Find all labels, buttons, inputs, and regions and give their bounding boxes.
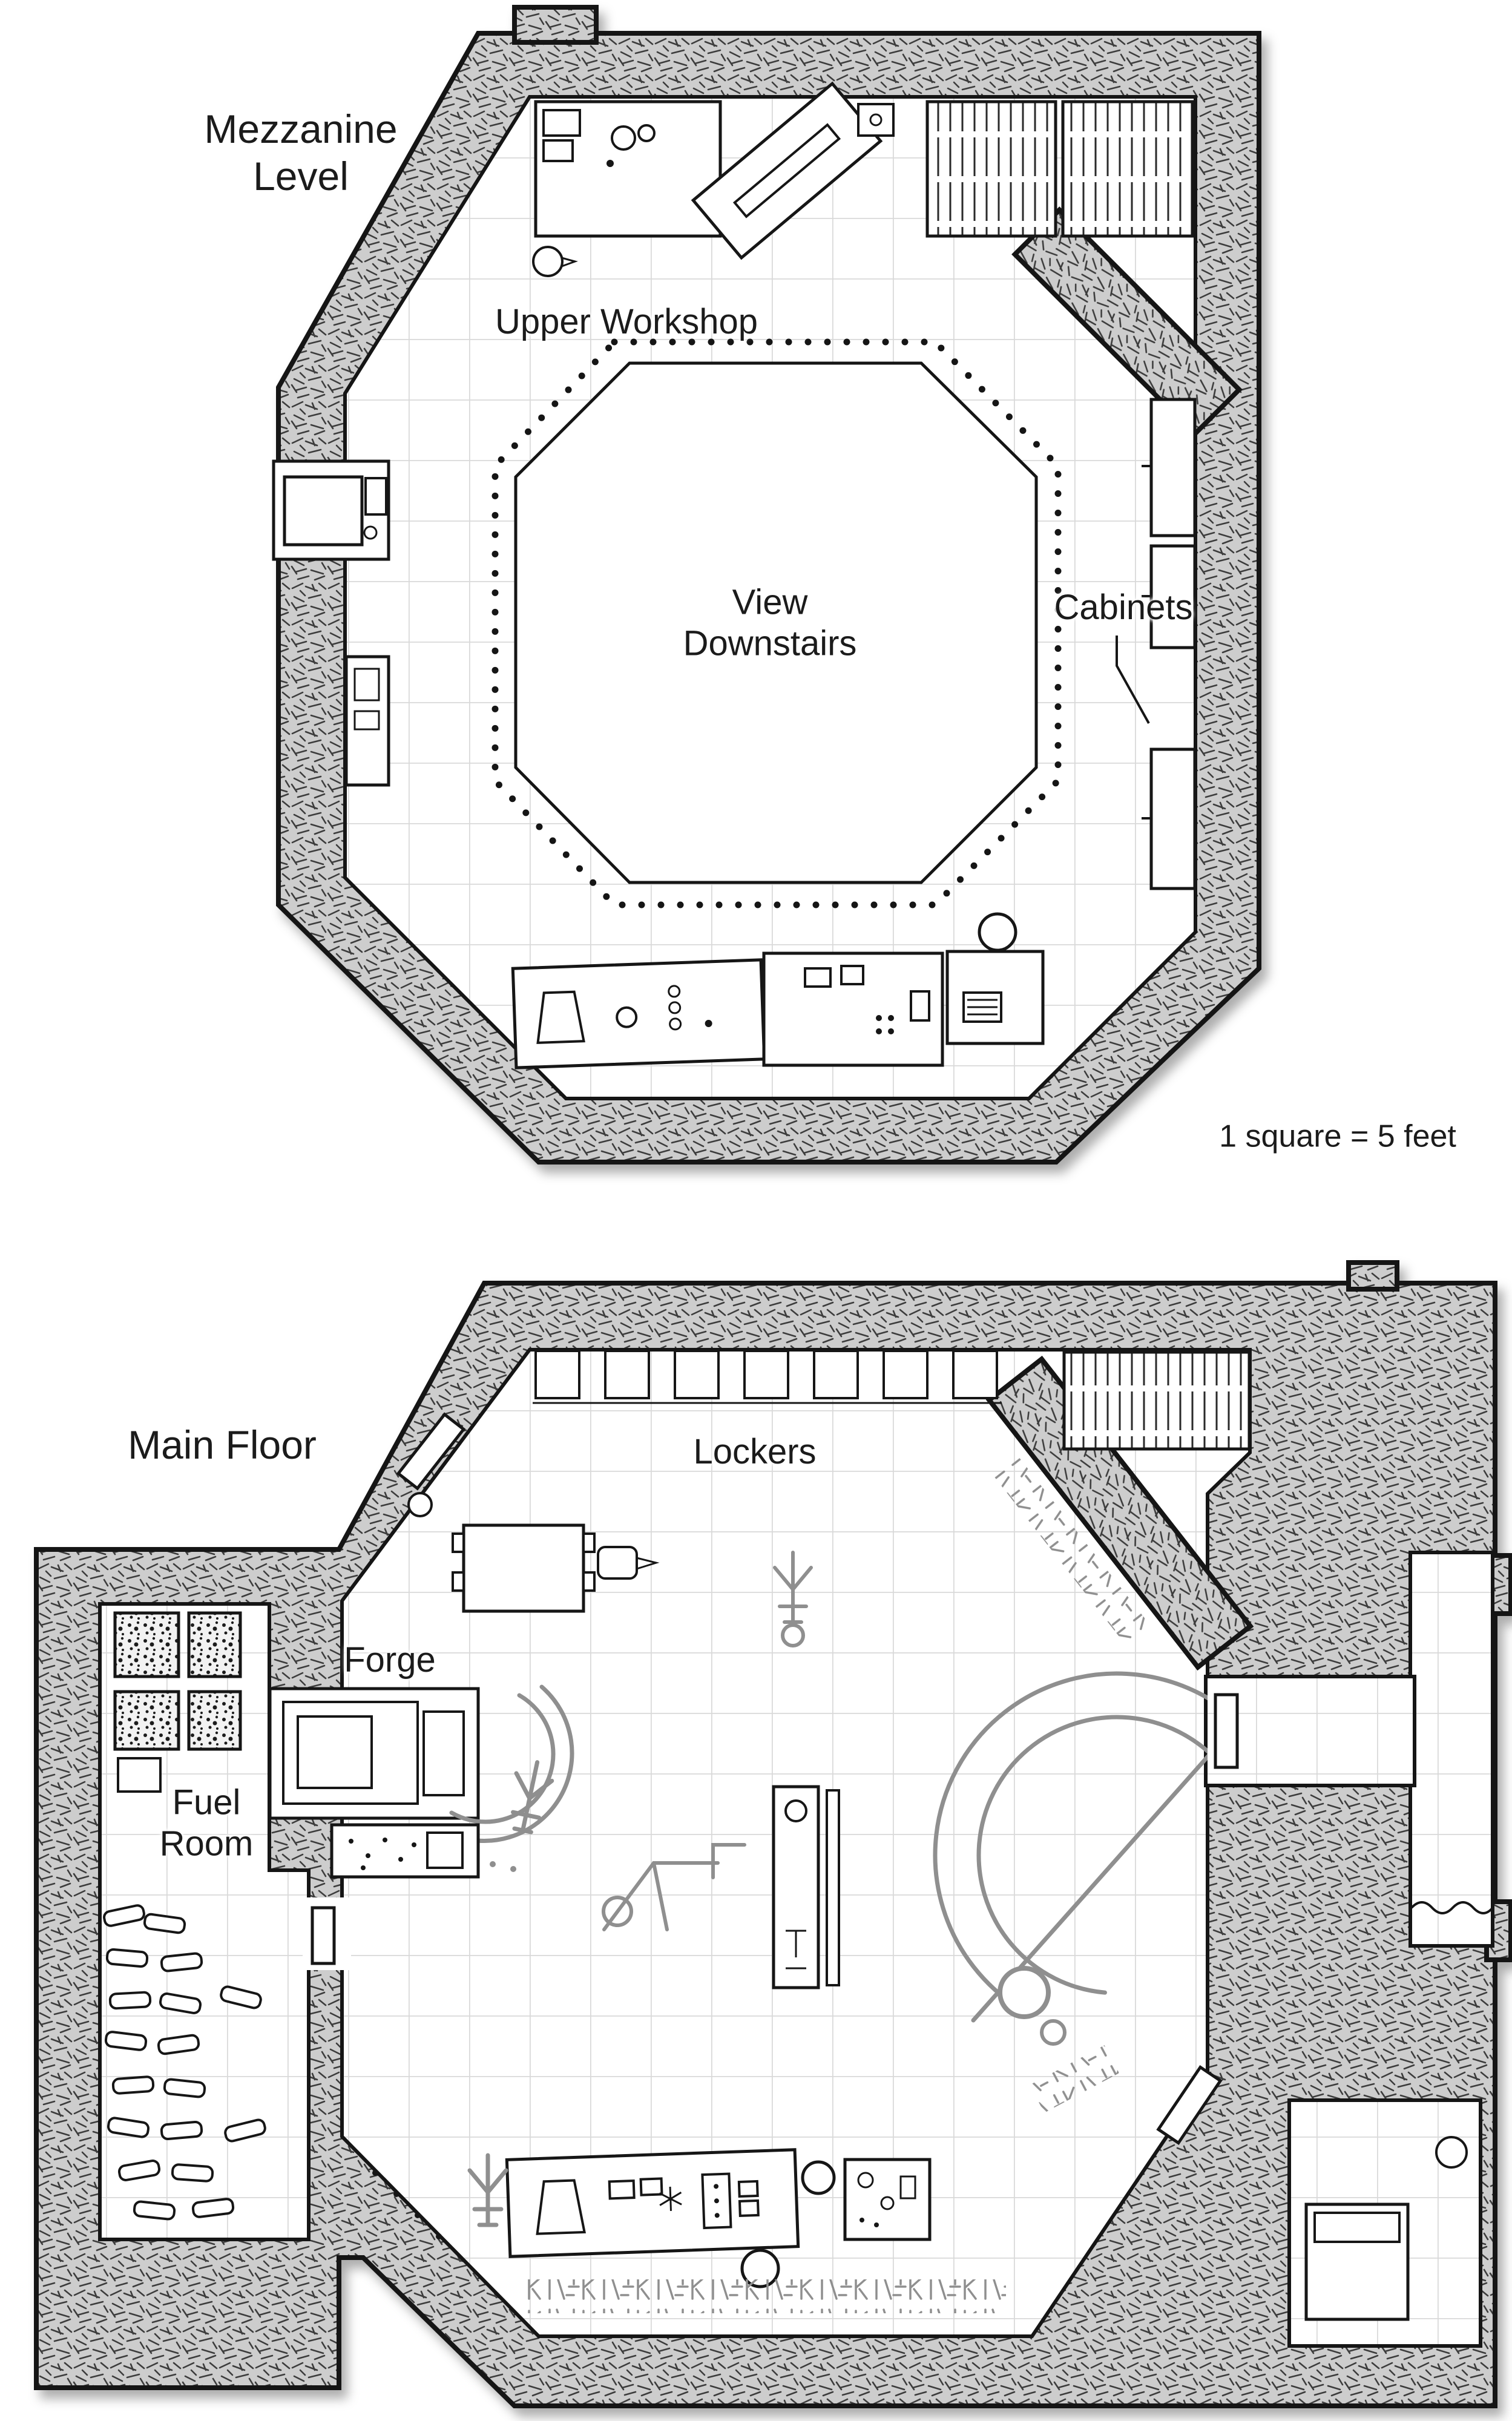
east-annex-floor: [1408, 1551, 1494, 1948]
upper-workshop-label: Upper Workshop: [495, 301, 758, 341]
southeast-door: [1156, 2065, 1223, 2146]
main-floor-map: [34, 1260, 1512, 2408]
runic-column: [990, 1453, 1154, 1649]
forge-structure: [268, 1687, 480, 1820]
drafting-table: [691, 81, 883, 260]
mezzanine-title-line1: Mezzanine: [204, 107, 398, 152]
mezzanine-workbench-bottom-left: [511, 958, 766, 1069]
secret-door-dots: [372, 2170, 442, 2239]
bottle-table: [843, 2158, 932, 2241]
shelf-unit: [1062, 1350, 1251, 1451]
mezzanine-title-line2: Level: [253, 154, 349, 199]
fuel-room-door: [311, 1906, 336, 1965]
stool: [801, 2160, 836, 2195]
main-diagonal-wall: [985, 1355, 1254, 1671]
quench-table: [330, 1823, 480, 1879]
stool: [978, 912, 1017, 952]
lockers-label: Lockers: [693, 1431, 817, 1471]
wall-machine: [272, 459, 390, 561]
wall-block: [1346, 1260, 1399, 1292]
runic-inscription: [528, 2279, 1006, 2313]
mezzanine-workbench-top: [532, 81, 895, 277]
cabinets-leader-line: [1116, 636, 1150, 724]
bedroom-furniture: [1304, 2136, 1468, 2321]
center-table: [772, 1785, 840, 1989]
cabinets-label: Cabinets: [1054, 587, 1193, 627]
main-workbench-upper: [452, 1523, 660, 1613]
bench: [826, 1789, 840, 1986]
curtain-wavy-line: [1410, 1901, 1494, 1914]
pillow: [1313, 2212, 1401, 2243]
view-downstairs-opening: [514, 361, 1038, 884]
corridor-door: [1214, 1693, 1239, 1769]
stool: [1435, 2136, 1468, 2169]
floor-mark-bracket: [711, 1843, 746, 1879]
shelf-unit: [925, 100, 1057, 238]
mezzanine-map: [272, 5, 1261, 1165]
mezzanine-side-table: [945, 912, 1045, 1045]
main-workbench-bottom: [505, 2148, 800, 2258]
main-floor-title: Main Floor: [128, 1422, 317, 1468]
scale-note: 1 square = 5 feet: [1219, 1119, 1456, 1154]
left-wall-cabinet: [344, 655, 390, 787]
mezzanine-chimney-block: [512, 5, 599, 45]
bucket: [407, 1492, 433, 1517]
forge-label: Forge: [344, 1640, 436, 1680]
fuel-room-label: Fuel Room: [159, 1782, 254, 1864]
railing-dotted-line: [491, 338, 1062, 908]
mezzanine-workbench-bottom-right: [762, 951, 944, 1067]
mezzanine-title: Mezzanine Level: [204, 106, 397, 200]
kettle: [597, 1546, 638, 1580]
cabinets-right-wall: [1116, 398, 1197, 890]
coal-bins: [113, 1611, 242, 1793]
wheelbarrow-glyph: [602, 1861, 720, 1931]
kettle: [532, 246, 564, 277]
view-downstairs-label: View Downstairs: [683, 582, 857, 663]
lockers-row: [533, 1350, 1002, 1404]
floor-sigil: [775, 1552, 811, 1647]
northwest-door: [396, 1412, 466, 1491]
shelf-unit: [1061, 100, 1194, 238]
east-corridor-floor: [1204, 1675, 1416, 1787]
